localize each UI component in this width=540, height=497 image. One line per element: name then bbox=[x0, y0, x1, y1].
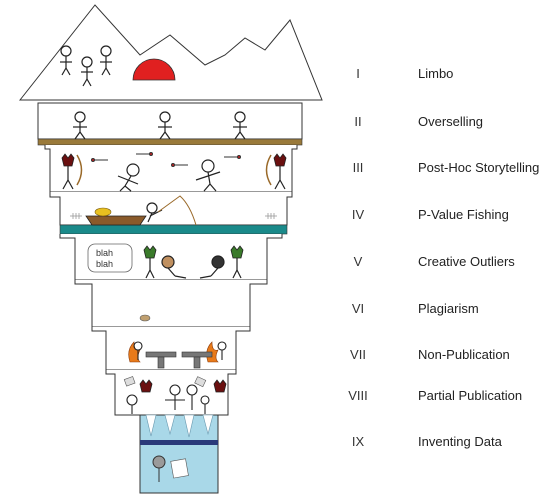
circle-name-p-value-fishing: P-Value Fishing bbox=[418, 207, 509, 222]
devil-archer-right bbox=[265, 153, 287, 190]
fake-data-sheet bbox=[170, 458, 189, 479]
icicles bbox=[145, 414, 214, 438]
tormented-figures bbox=[126, 384, 210, 414]
circle-name-post-hoc-storytelling: Post-Hoc Storytelling bbox=[418, 160, 540, 175]
circle-numeral-6: VI bbox=[351, 301, 365, 316]
speech-bubble-line1: blah bbox=[96, 248, 113, 258]
circle-numeral-3: III bbox=[352, 160, 364, 175]
fish-skeleton-right bbox=[265, 213, 277, 219]
circle-numeral-5: V bbox=[353, 254, 363, 269]
fishing-rod bbox=[157, 195, 197, 226]
level-limbo bbox=[18, 4, 323, 101]
circle-numeral-9: IX bbox=[351, 434, 365, 449]
level-plagiarism bbox=[74, 280, 268, 328]
gold-pile bbox=[94, 207, 112, 217]
limbo-figures bbox=[60, 45, 112, 87]
level-creative-outliers: blah blah bbox=[59, 234, 283, 281]
circle-numeral-8: VIII bbox=[348, 388, 368, 403]
circle-numeral-7: VII bbox=[350, 347, 366, 362]
circle-name-inventing-data: Inventing Data bbox=[418, 434, 502, 449]
devil-left bbox=[143, 245, 157, 279]
red-sun bbox=[132, 58, 176, 81]
fishing-boat bbox=[85, 215, 147, 226]
water bbox=[59, 224, 288, 235]
level-partial-publication bbox=[105, 370, 237, 416]
kneeling-figures bbox=[161, 255, 225, 279]
plagiarism-chamber bbox=[74, 280, 268, 328]
speech-bubble-line2: blah bbox=[96, 259, 113, 269]
overselling-figures bbox=[73, 111, 247, 140]
storytelling-chamber bbox=[44, 145, 298, 193]
speech-bubble bbox=[87, 243, 133, 273]
level-inventing-data bbox=[139, 414, 219, 494]
level-non-publication bbox=[91, 327, 251, 371]
limbo-mountains bbox=[18, 4, 323, 101]
frozen-figure bbox=[152, 455, 166, 482]
circle-numeral-4: IV bbox=[351, 207, 365, 222]
circle-name-overselling: Overselling bbox=[418, 114, 484, 129]
burning-figures bbox=[133, 341, 227, 360]
wooden-floor bbox=[37, 138, 303, 146]
dodging-figures bbox=[117, 159, 221, 192]
non-publication-chamber bbox=[91, 327, 251, 371]
level-post-hoc-storytelling bbox=[44, 145, 298, 193]
circle-name-partial-publication: Partial Publication bbox=[418, 388, 523, 403]
circle-name-plagiarism: Plagiarism bbox=[418, 301, 479, 316]
circle-numeral-1: I bbox=[356, 66, 360, 81]
devil-archer-left bbox=[61, 153, 83, 190]
circle-numeral-2: II bbox=[354, 114, 362, 129]
circle-name-limbo: Limbo bbox=[418, 66, 454, 81]
circle-name-creative-outliers: Creative Outliers bbox=[418, 254, 515, 269]
circle-name-non-publication: Non-Publication bbox=[418, 347, 510, 362]
filing-cabinets bbox=[145, 351, 213, 369]
dark-band bbox=[140, 440, 218, 445]
fish-skeleton-left bbox=[70, 213, 82, 219]
fishing-chamber bbox=[49, 192, 293, 226]
floating-papers bbox=[123, 376, 207, 388]
level-overselling bbox=[37, 102, 303, 146]
small-creature bbox=[139, 314, 151, 322]
level-p-value-fishing bbox=[49, 192, 293, 235]
flying-arrows bbox=[91, 152, 241, 167]
devils-partial bbox=[139, 379, 227, 393]
devil-right bbox=[230, 245, 244, 279]
